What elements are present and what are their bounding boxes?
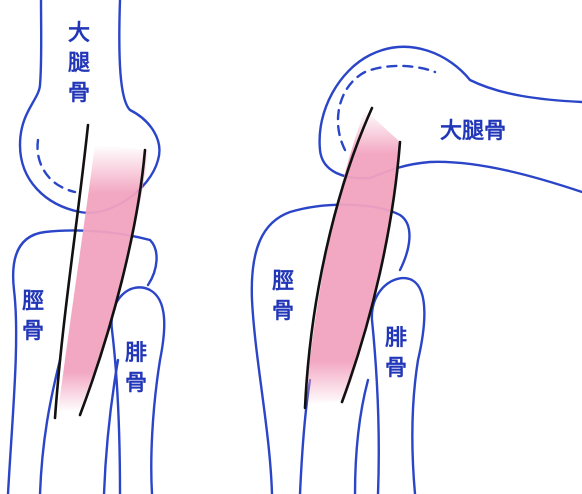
left-femur-label-2: 腿 bbox=[68, 51, 90, 76]
left-femur-label-3: 骨 bbox=[68, 81, 90, 106]
right-fibula-label-1: 腓 bbox=[385, 326, 407, 351]
left-knee-view: 大 腿 骨 脛 骨 腓 骨 bbox=[8, 0, 164, 494]
left-tibia-label-1: 脛 bbox=[22, 289, 44, 314]
right-fibula-label-2: 骨 bbox=[385, 356, 407, 381]
left-tibia-label-2: 骨 bbox=[22, 319, 44, 344]
left-fibula-label-2: 骨 bbox=[125, 371, 147, 396]
right-femur-label: 大腿骨 bbox=[440, 119, 506, 144]
right-tibia-label-2: 骨 bbox=[272, 299, 294, 324]
right-tibia-shaft-edge bbox=[355, 380, 368, 494]
right-fibula-outline bbox=[372, 278, 424, 494]
left-fibula-label-1: 腓 bbox=[125, 341, 147, 366]
right-tibia-label-1: 脛 bbox=[272, 269, 294, 294]
right-knee-view: 大腿骨 脛 骨 腓 骨 bbox=[252, 47, 582, 494]
left-femur-label-1: 大 bbox=[68, 21, 90, 46]
left-femur-hidden-edge bbox=[37, 140, 75, 192]
